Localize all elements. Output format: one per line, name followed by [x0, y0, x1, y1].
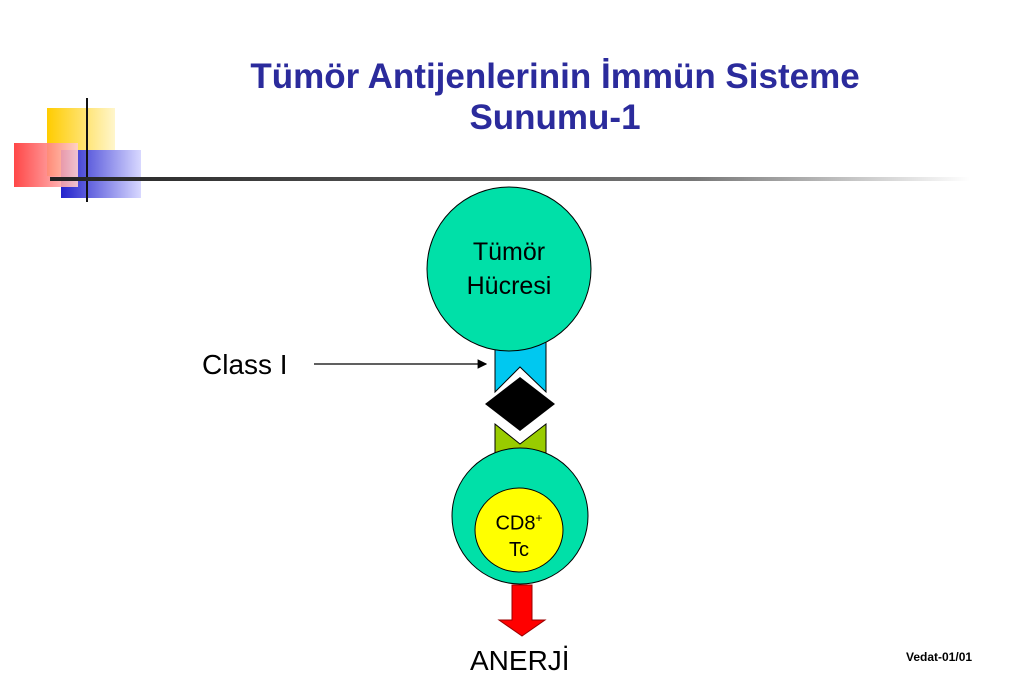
- antigen-diamond: [485, 377, 555, 431]
- t-cell-nucleus: [474, 487, 564, 573]
- t-cell-label-line1: CD8+: [474, 505, 564, 537]
- tumor-cell-label-line1: Tümör: [472, 238, 546, 266]
- outcome-arrow: [497, 584, 547, 637]
- slide-title: Tümör Antijenlerinin İmmün Sisteme Sunum…: [150, 56, 960, 138]
- t-cell-label: CD8+ Tc: [474, 505, 564, 563]
- tumor-cell-label-line2: Hücresi: [466, 272, 552, 300]
- slide-footer: Vedat-01/01: [906, 650, 973, 664]
- cd8-superscript: +: [535, 511, 543, 525]
- tumor-cell-label: Tümör Hücresi: [430, 235, 588, 303]
- class-i-label: Class I: [202, 349, 288, 380]
- title-line-1: Tümör Antijenlerinin İmmün Sisteme: [250, 57, 860, 96]
- cd8-text: CD8: [495, 512, 536, 535]
- outcome-label: ANERJİ: [470, 645, 570, 676]
- t-cell-label-line2: Tc: [509, 538, 529, 561]
- title-line-2: Sunumu-1: [469, 98, 641, 137]
- tumor-cell: [426, 186, 592, 352]
